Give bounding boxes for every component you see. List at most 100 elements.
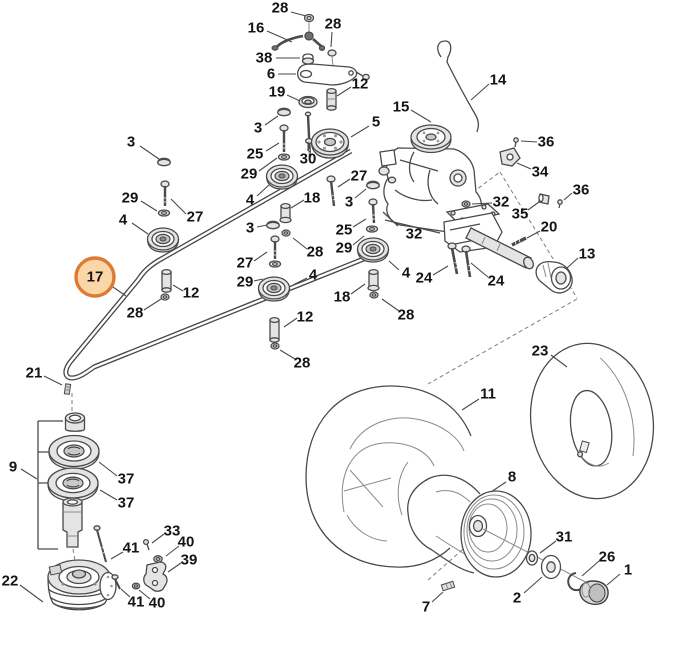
- leader-line: [292, 277, 308, 286]
- pin-7: [440, 580, 456, 592]
- rim-8: [407, 474, 602, 591]
- leader-line: [470, 83, 490, 101]
- idler-pulley-4b: [146, 227, 180, 253]
- part-number-label: 29: [122, 190, 139, 207]
- part-number-label: 39: [181, 552, 198, 569]
- part-number-label: 19: [269, 84, 286, 101]
- part-number-label: 37: [118, 495, 135, 512]
- cable-16: [274, 34, 304, 49]
- leader-line: [410, 109, 432, 123]
- selected-callout-circle[interactable]: [74, 256, 116, 298]
- part-number-label: 33: [164, 523, 181, 540]
- leader-line: [563, 192, 573, 201]
- dashed-line: [499, 171, 578, 299]
- leader-line: [337, 178, 351, 188]
- cap-3-d: [366, 181, 380, 190]
- part-number-label: 4: [119, 212, 128, 229]
- leader-line: [120, 588, 131, 598]
- leader-line: [286, 94, 301, 102]
- leader-line: [354, 188, 367, 199]
- leader-line: [256, 224, 268, 228]
- leader-line: [470, 262, 489, 278]
- part-number-label: 32: [406, 226, 423, 243]
- part-number-label: 23: [532, 343, 549, 360]
- part-number-label: 27: [351, 168, 368, 185]
- part-number-label: 3: [127, 134, 135, 151]
- bolt-41-lower: [111, 574, 119, 580]
- part-number-label: 12: [297, 309, 314, 326]
- nut-32-engine: [387, 176, 397, 184]
- part-number-label: 37: [118, 471, 135, 488]
- idler-stack-b: [157, 157, 171, 217]
- screw-36-upper: [513, 137, 519, 143]
- part-number-label: 30: [300, 151, 317, 168]
- leader-line: [110, 551, 124, 560]
- idler-pulley-4c: [257, 276, 291, 302]
- leader-line: [388, 260, 400, 271]
- part-number-label: 41: [123, 540, 140, 557]
- part-number-label: 18: [304, 190, 321, 207]
- part-number-label: 4: [246, 192, 255, 209]
- leader-line: [539, 540, 557, 554]
- part-number-label: 32: [493, 194, 510, 211]
- idler-pulley-4d: [356, 237, 390, 263]
- part-number-label: 3: [246, 220, 254, 237]
- part-number-label[interactable]: 17: [87, 269, 104, 286]
- pin-21: [63, 383, 72, 395]
- leader-line: [165, 545, 180, 557]
- blade-pulley-37-lower: [47, 467, 99, 502]
- part-number-label: 12: [352, 76, 369, 93]
- part-number-label: 28: [325, 16, 342, 33]
- part-number-label: 14: [490, 72, 507, 89]
- part-number-label: 13: [579, 246, 596, 263]
- leader-line: [138, 589, 151, 600]
- part-number-label: 3: [254, 120, 262, 137]
- part-number-label: 3: [345, 194, 353, 211]
- part-number-label: 2: [513, 590, 521, 607]
- leader-line: [143, 298, 162, 311]
- spacer-12-c: [269, 316, 280, 350]
- part-number-label: 4: [309, 267, 318, 284]
- leader-line: [461, 398, 480, 411]
- leader-line: [266, 30, 293, 43]
- throttle-parts: [499, 137, 563, 209]
- bracket-39: [143, 561, 168, 592]
- leader-line: [279, 349, 296, 360]
- pin-20: [511, 236, 527, 247]
- sleeve-13: [535, 261, 573, 294]
- part-number-label: 38: [256, 50, 273, 67]
- leader-line: [290, 11, 307, 17]
- part-number-label: 16: [248, 20, 265, 37]
- part-number-label: 24: [488, 273, 505, 290]
- part-number-label: 36: [538, 134, 555, 151]
- part-number-label: 29: [336, 240, 353, 257]
- leader-line: [283, 317, 298, 328]
- leader-line: [606, 573, 621, 586]
- cap-1: [579, 580, 609, 606]
- part-number-label: 28: [272, 0, 289, 17]
- leader-line: [131, 222, 149, 235]
- part-number-label: 22: [2, 573, 19, 590]
- spacer-12-b: [160, 268, 172, 301]
- idler-stack-a: [277, 107, 291, 161]
- part-number-label: 34: [532, 164, 549, 181]
- part-number-label: 24: [416, 270, 433, 287]
- bolt-24-left: [447, 242, 459, 275]
- spindle-assembly: [37, 383, 168, 611]
- part-number-label: 29: [241, 166, 258, 183]
- part-number-label: 12: [183, 285, 200, 302]
- leader-line: [330, 31, 333, 48]
- part-number-label: 36: [573, 182, 590, 199]
- part-number-label: 26: [599, 549, 616, 566]
- leader-lines: [19, 11, 621, 603]
- leader-line: [258, 157, 278, 172]
- leader-line: [350, 125, 370, 138]
- bracket-6: [297, 63, 358, 86]
- part-number-label: 4: [402, 265, 411, 282]
- leader-line: [431, 591, 444, 603]
- spacer-18-a: [279, 202, 292, 237]
- screw-36-lower: [557, 199, 563, 205]
- clutch-hardware: [93, 525, 168, 592]
- leader-line: [381, 298, 400, 312]
- pulley-5: [310, 128, 350, 159]
